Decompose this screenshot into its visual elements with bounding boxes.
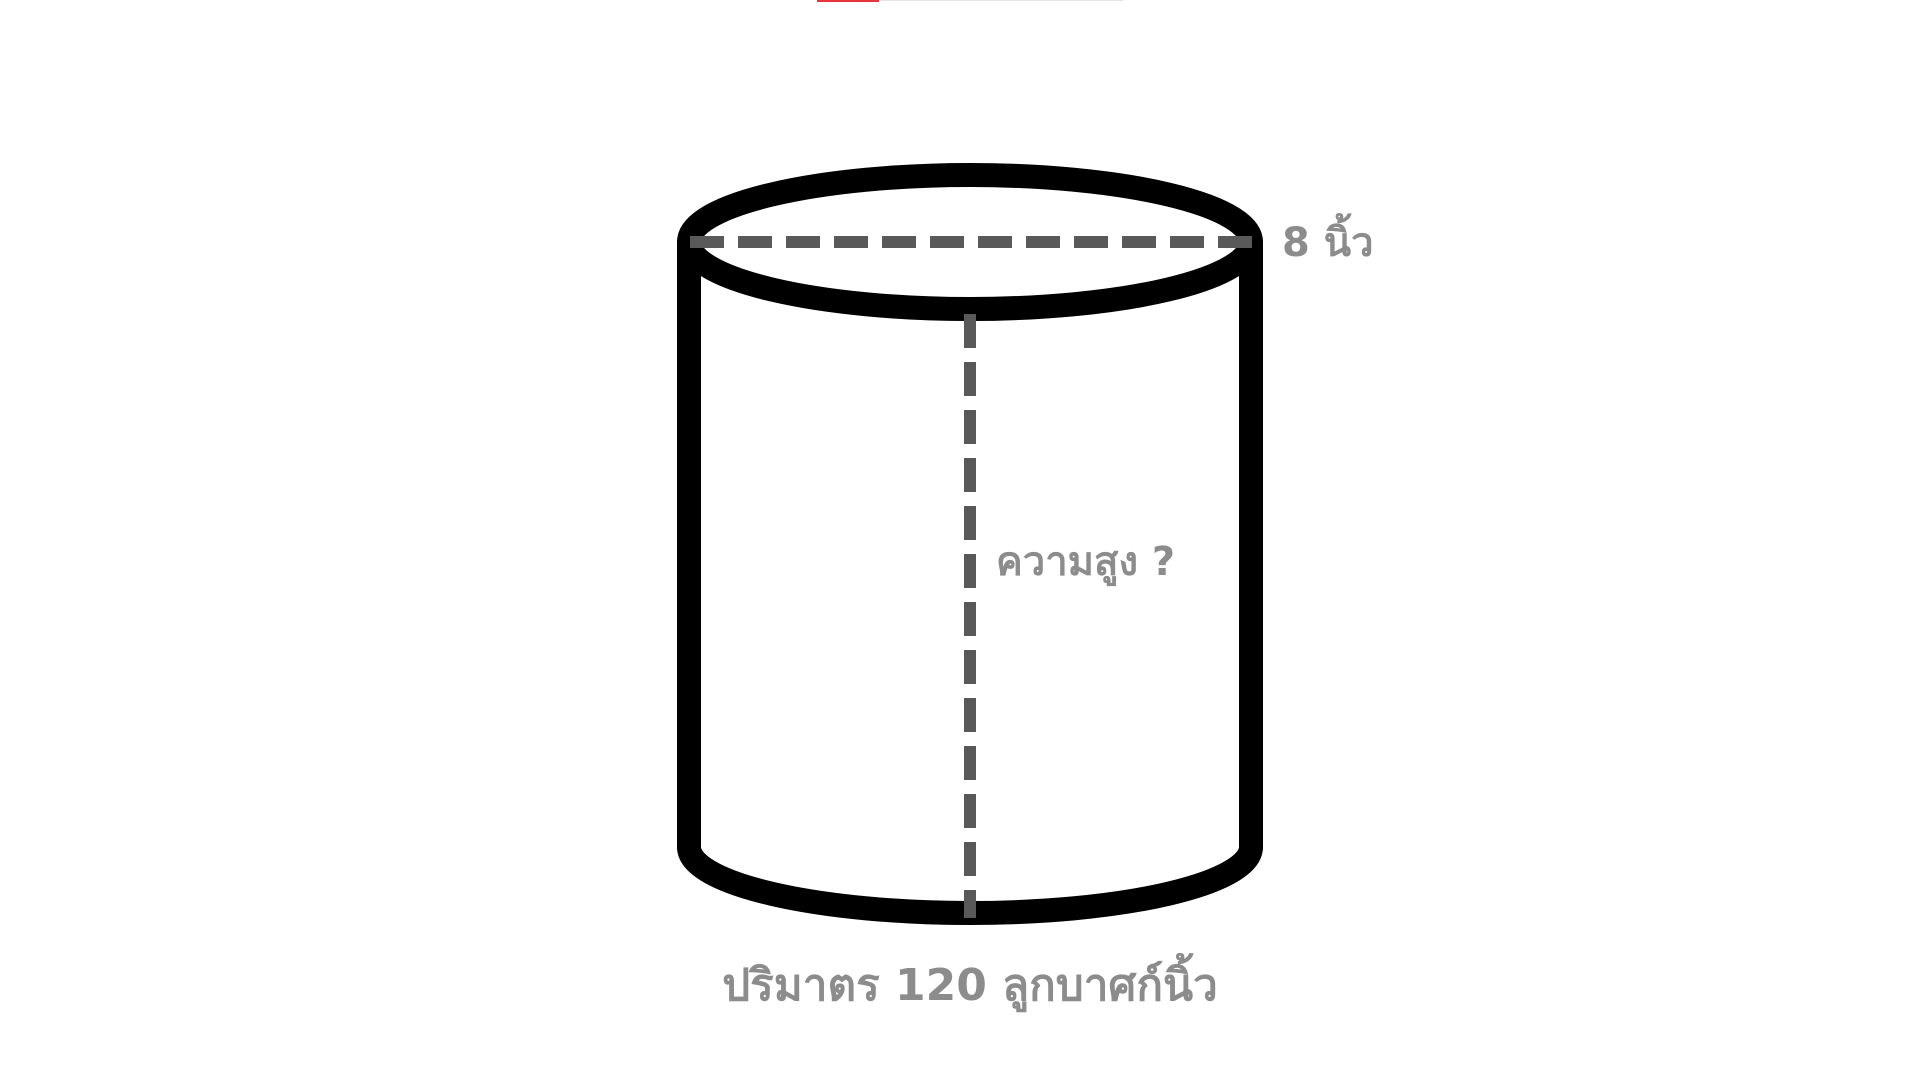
cylinder-top-ellipse [677, 163, 1263, 321]
top-progress-fill [817, 0, 879, 2]
diameter-label: 8 นิ้ว [1282, 213, 1374, 266]
volume-label: ปริมาตร 120 ลูกบาศก์นิ้ว [722, 952, 1218, 1012]
height-label: ความสูง ? [996, 539, 1175, 586]
top-progress-track [879, 0, 1123, 1]
